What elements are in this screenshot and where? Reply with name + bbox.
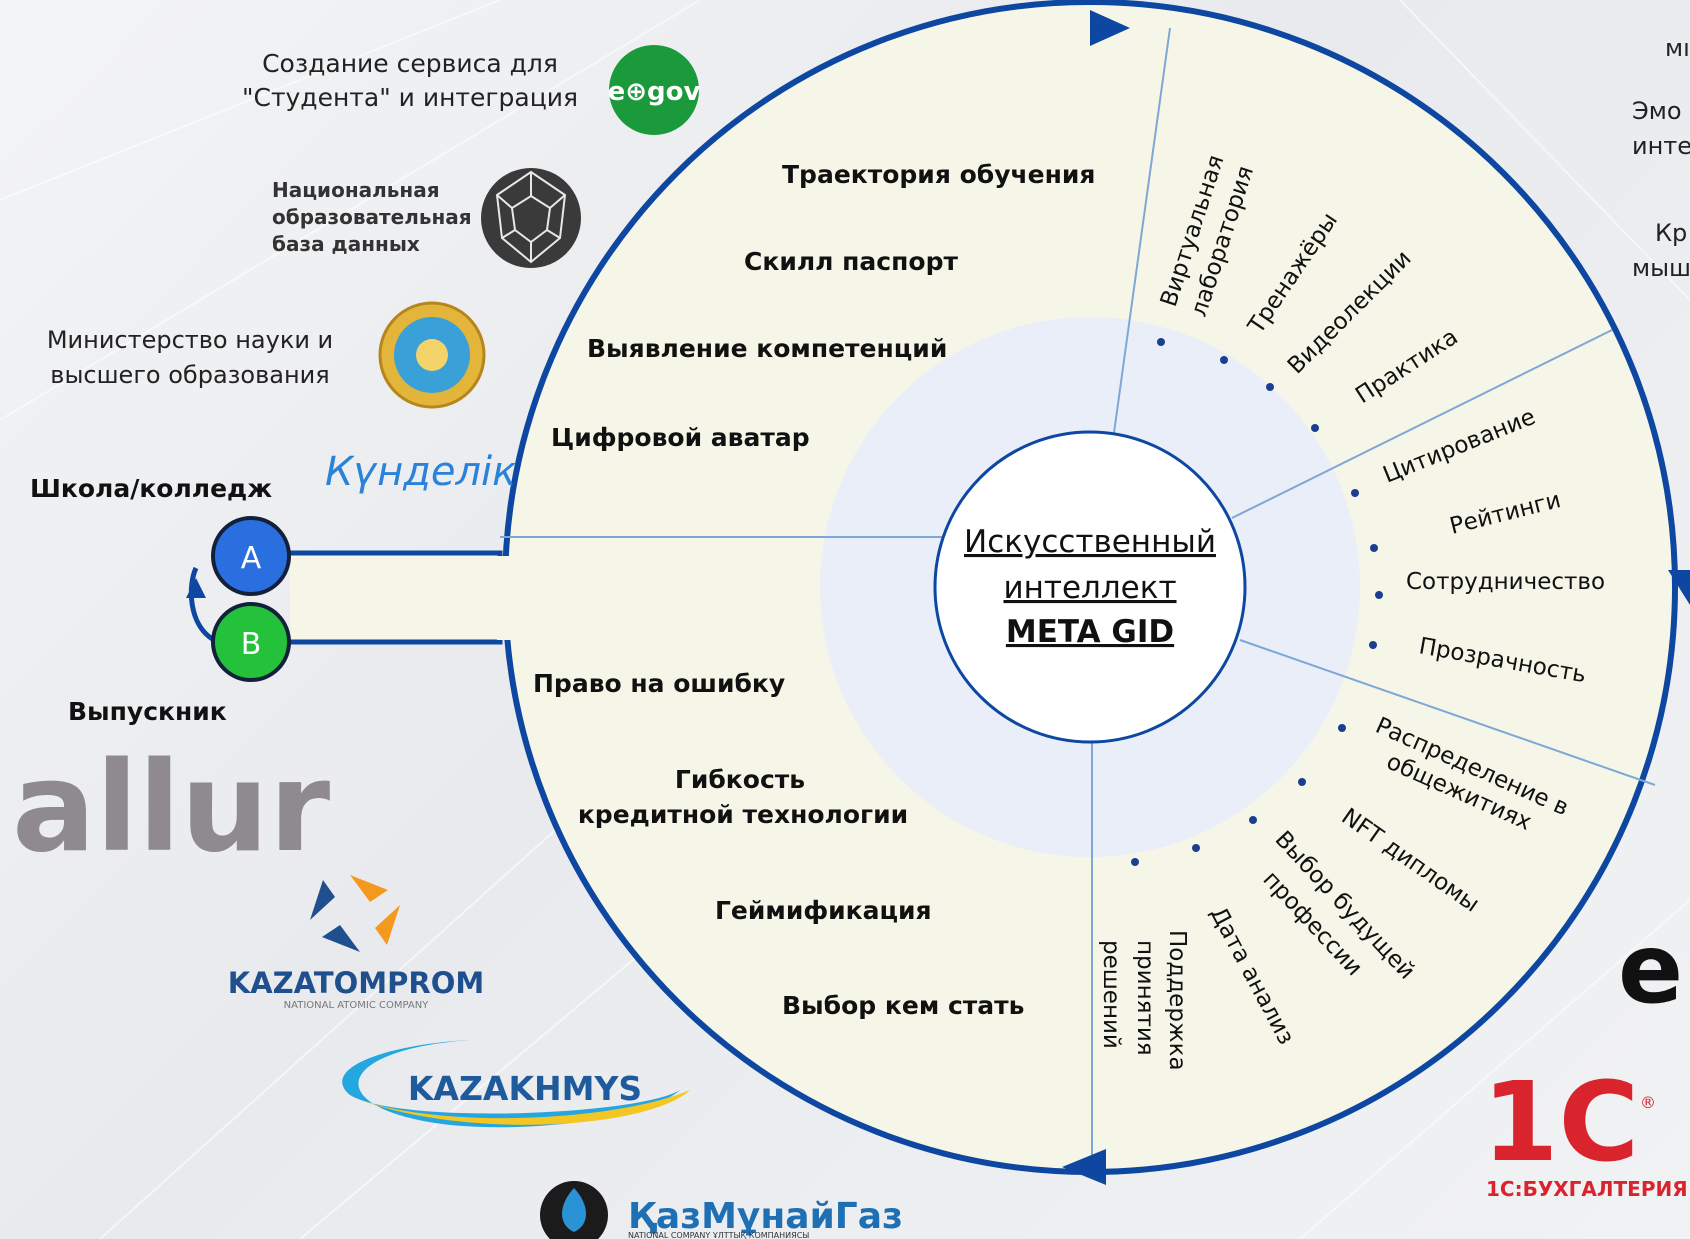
partner-nobd: Национальная образовательная база данных [272,168,581,268]
kmg-sub: NATIONAL COMPANY ҰЛТТЫҚ КОМПАНИЯСЫ [628,1231,809,1239]
kazakhmys-wordmark: KAZAKHMYS [408,1069,642,1108]
right-text-4: Кр [1655,219,1687,247]
item-digital-avatar: Цифровой аватар [551,423,810,452]
item-choose-who: Выбор кем стать [782,991,1024,1020]
geodesic-sphere-icon [481,168,581,268]
onec-caption: 1С:БУХГАЛТЕРИЯ [1486,1177,1688,1201]
node-b-label: Выпускник [68,697,227,726]
item-flexibility-2: кредитной технологии [578,800,908,829]
node-b-letter: B [241,627,262,662]
nobd-line-1: Национальная [272,178,440,202]
egov-caption-1: Создание сервиса для [262,49,558,78]
ring-arrow-top [1090,10,1130,46]
egov-logo-text: e⊕gov [608,77,701,107]
node-b-circle[interactable] [211,602,291,682]
partner-1c: 1С ® 1С:БУХГАЛТЕРИЯ [1482,1058,1688,1201]
partner-ministry: Министерство науки и высшего образования [47,301,486,409]
ring-arrow-bottom [1062,1149,1106,1185]
center-line-1: Искусственный [964,524,1216,560]
partner-kmg: ҚазМұнайГаз NATIONAL COMPANY ҰЛТТЫҚ КОМП… [540,1181,903,1239]
egov-caption-2: "Студента" и интеграция [242,83,578,112]
onec-registered: ® [1640,1093,1656,1112]
item-cooperation: Сотрудничество [1406,569,1605,595]
onec-logo: 1С [1482,1058,1639,1186]
kazakhmys-swoosh-yellow [360,1090,690,1125]
ministry-line-2: высшего образования [50,361,329,389]
item-skill-passport: Скилл паспорт [744,247,958,276]
item-decision-support-1: Поддержка [1164,930,1190,1071]
partner-kazatomprom: KAZATOMPROM NATIONAL ATOMIC COMPANY [228,875,485,1011]
upper-left-items: Траектория обучения Скилл паспорт Выявле… [551,160,1095,452]
lower-left-items: Право на ошибку Гибкость кредитной техно… [533,669,1024,1020]
right-text-5: мыш [1632,254,1690,282]
item-right-to-error: Право на ошибку [533,669,785,698]
node-a-letter: A [241,541,262,576]
right-logo-partial: e [1618,913,1683,1025]
allur-logo: allur [12,736,330,880]
node-arrow-head [186,578,206,598]
right-text-3: инте [1632,132,1690,160]
center-line-2: интеллект [1003,570,1176,606]
item-decision-support-3: решений [1098,940,1124,1049]
right-text-1: мı [1665,34,1690,62]
state-emblem-icon [378,301,486,409]
kundelik-logo: Күнделік [325,449,516,495]
item-gamification: Геймификация [715,896,932,925]
kazatomprom-mark-icon [310,875,400,952]
item-flexibility-1: Гибкость [675,765,805,794]
right-partners: мı Эмо инте Кр мыш [1632,34,1690,282]
kazatomprom-wordmark: KAZATOMPROM [228,966,485,1000]
corridor-connector [290,550,503,645]
kazatomprom-sub: NATIONAL ATOMIC COMPANY [284,1000,430,1011]
right-text-2: Эмо [1632,97,1682,125]
ministry-line-1: Министерство науки и [47,326,333,354]
node-arrow [188,566,216,643]
node-a-label: Школа/колледж [30,474,272,503]
item-decision-support-2: принятия [1132,940,1158,1056]
egov-logo-icon [609,45,699,135]
corridor-cover [497,556,511,640]
ring-arrow-right [1668,570,1690,605]
center-circle [933,430,1247,744]
sector-dots [1131,338,1383,866]
nobd-line-3: база данных [272,232,420,256]
kmg-wordmark: ҚазМұнайГаз [628,1196,903,1237]
node-a-circle[interactable] [211,516,291,596]
item-trajectory: Траектория обучения [782,160,1095,189]
nobd-line-2: образовательная [272,205,472,229]
center-line-3: META GID [1006,614,1174,650]
partner-kazakhmys: KAZAKHMYS [342,1040,690,1128]
sector-dividers [500,27,1656,1160]
partner-egov: Создание сервиса для "Студента" и интегр… [242,45,700,135]
item-competencies: Выявление компетенций [587,334,947,363]
